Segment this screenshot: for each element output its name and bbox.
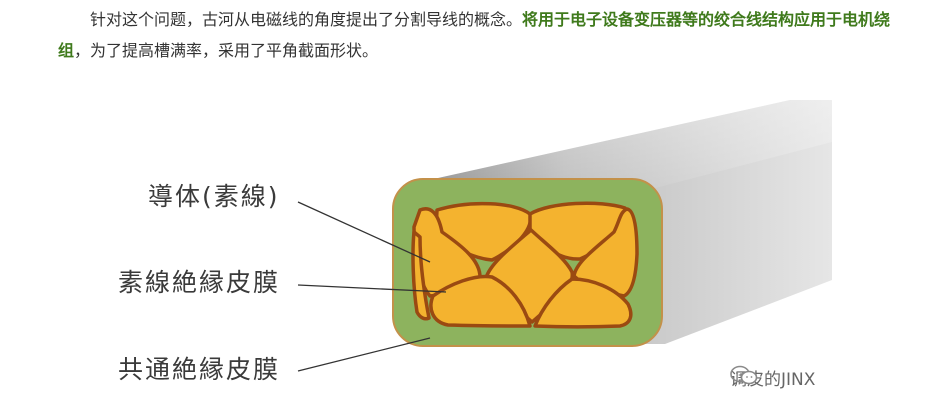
body-paragraph: 针对这个问题，古河从电磁线的角度提出了分割导线的概念。将用于电子设备变压器等的绞… [58,4,898,66]
strand-bottom-right [533,277,633,329]
leader-common-insulation [297,337,431,372]
strand-bottom-left [429,274,532,328]
leader-conductor [297,201,431,263]
label-common-insulation: 共通絶縁皮膜 [118,355,281,384]
label-strand-insulation: 素線絶縁皮膜 [118,268,281,297]
paragraph-tail: ，为了提高槽满率，采用了平角截面形状。 [74,41,379,60]
wire-cross-section-figure: 導体(素線) 素線絶縁皮膜 共通絶縁皮膜 调皮的JINX [0,82,936,402]
watermark: 调皮的JINX [730,365,815,390]
paragraph-lead: 针对这个问题，古河从电磁线的角度提出了分割导线的概念。 [90,10,523,29]
label-conductor: 導体(素線) [148,182,280,211]
paragraph-highlight: 将用于电子设备变压器等的绞合线结构应用于电机绕组 [58,10,891,60]
conductor-strands [411,201,639,329]
leader-strand-insulation [297,284,447,293]
wechat-icon [730,365,758,385]
wire-diagram [297,100,832,372]
strand-left-edge [411,230,431,321]
